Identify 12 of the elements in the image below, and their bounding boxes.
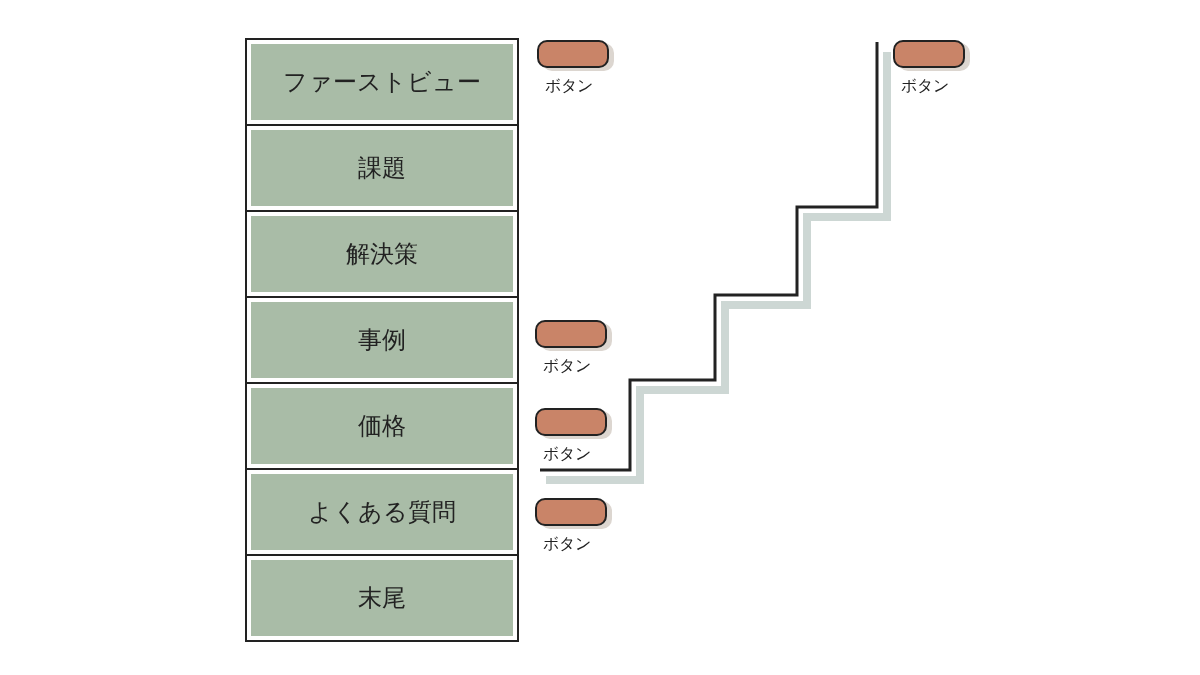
button-caption: ボタン xyxy=(543,356,591,377)
section-box: 課題 xyxy=(245,124,519,212)
button-caption: ボタン xyxy=(545,76,593,97)
button-caption: ボタン xyxy=(543,534,591,555)
section-box: ファーストビュー xyxy=(245,38,519,126)
section-box: 価格 xyxy=(245,382,519,470)
section-box: よくある質問 xyxy=(245,468,519,556)
button-caption: ボタン xyxy=(901,76,949,97)
section-box: 末尾 xyxy=(245,554,519,642)
section-box: 解決策 xyxy=(245,210,519,298)
section-box: 事例 xyxy=(245,296,519,384)
button-caption: ボタン xyxy=(543,444,591,465)
